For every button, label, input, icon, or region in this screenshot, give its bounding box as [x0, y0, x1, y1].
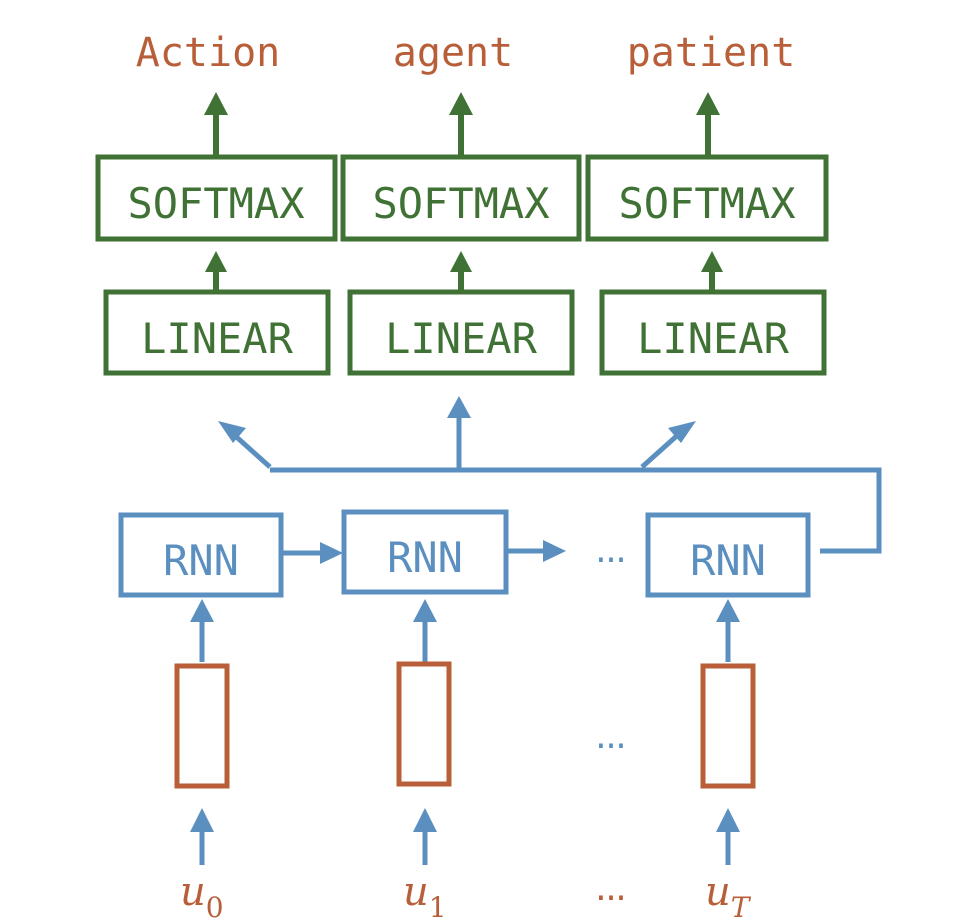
fanout-trunk [270, 467, 882, 554]
softmax-box-2: SOFTMAX [340, 154, 582, 242]
rnn-box-2: RNN [341, 509, 509, 595]
linear-box-3: LINEAR [599, 289, 827, 376]
fanout-branch-left [230, 431, 272, 469]
rnn-ellipsis: ... [592, 535, 623, 570]
arrowhead-rnn2-input [413, 599, 437, 622]
arrowhead-agent [449, 92, 473, 115]
embedding-vector-T [700, 663, 756, 789]
arrowhead-embedding-T [716, 808, 740, 832]
input-token-uT-sub: T [731, 891, 752, 924]
fanout-branch-right [640, 431, 682, 469]
arrowhead-softmax3 [701, 251, 723, 272]
arrowhead-embedding-1 [413, 808, 437, 832]
output-label-action: Action [136, 30, 281, 76]
linear-box-1: LINEAR [103, 289, 331, 376]
fanout-arrowheads [218, 396, 696, 443]
arrowhead-rnn-next [543, 540, 566, 562]
input-token-u1-sub: 1 [429, 891, 447, 924]
input-token-u0-sub: 0 [206, 891, 224, 924]
input-token-uT: uT [705, 869, 752, 924]
rnn-label-2: RNN [387, 533, 463, 582]
linear-softmax-arrows [205, 251, 723, 290]
linear-label-1: LINEAR [141, 314, 293, 363]
rnn-label-3: RNN [690, 536, 766, 585]
arrowhead-softmax2 [450, 251, 472, 272]
embedding-vector-1 [396, 661, 452, 787]
softmax-label-2: SOFTMAX [372, 179, 549, 228]
input-token-u1: u1 [403, 869, 447, 924]
arrowhead-rnn1 [190, 599, 214, 622]
arrowhead-linear2 [447, 396, 471, 418]
embedding-vector-0 [174, 663, 230, 789]
arrowhead-patient [696, 92, 720, 115]
arrowhead-rnn3-input [716, 599, 740, 622]
embedding-ellipsis: ... [592, 721, 623, 756]
softmax-box-3: SOFTMAX [585, 154, 829, 242]
linear-label-3: LINEAR [637, 314, 789, 363]
rnn-recurrence-arrows [283, 540, 566, 564]
arrowhead-action [204, 92, 228, 115]
input-token-u0-base: u [180, 869, 206, 915]
embedding-rnn-arrows [190, 599, 740, 662]
softmax-label-1: SOFTMAX [127, 179, 304, 228]
rnn-output-fanout [230, 418, 882, 554]
rnn-box-1: RNN [118, 512, 284, 598]
softmax-output-arrows [204, 92, 720, 155]
arrowhead-rnn2 [320, 542, 343, 564]
softmax-label-3: SOFTMAX [618, 179, 795, 228]
output-label-agent: agent [393, 30, 513, 76]
input-token-uT-base: u [705, 869, 731, 915]
input-token-u0: u0 [180, 869, 224, 924]
output-label-patient: patient [627, 30, 796, 76]
arrowhead-softmax1 [205, 251, 227, 272]
input-embedding-arrows [190, 808, 740, 865]
rnn-box-3: RNN [645, 512, 811, 598]
input-token-u1-base: u [403, 869, 429, 915]
linear-box-2: LINEAR [347, 289, 575, 376]
rnn-label-1: RNN [163, 536, 239, 585]
softmax-box-1: SOFTMAX [95, 154, 338, 242]
arrowhead-linear3 [668, 421, 696, 443]
arrowhead-embedding-0 [190, 808, 214, 832]
arrowhead-linear1 [218, 421, 246, 443]
input-ellipsis: ... [592, 873, 623, 908]
linear-label-2: LINEAR [385, 314, 537, 363]
